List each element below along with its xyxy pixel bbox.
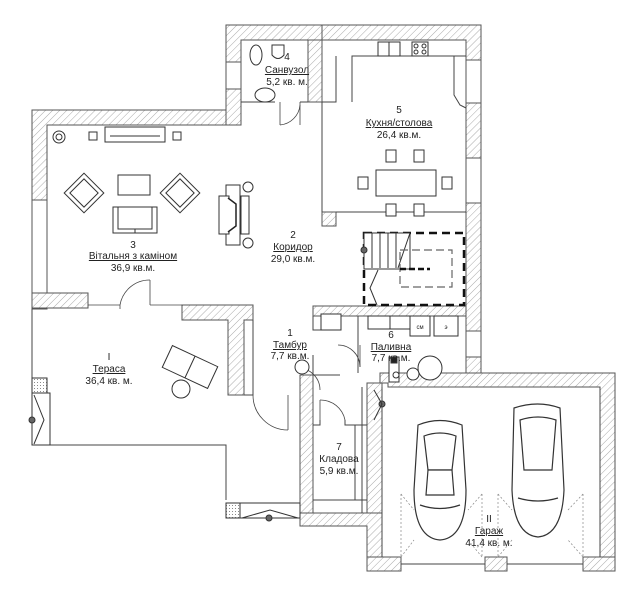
svg-text:2: 2 bbox=[290, 230, 296, 241]
furniture bbox=[28, 41, 459, 522]
staircase bbox=[360, 231, 466, 307]
label-garage: II Гараж 41,4 кв. м. bbox=[465, 514, 512, 549]
stair-post bbox=[360, 246, 368, 254]
svg-text:Коридор: Коридор bbox=[273, 242, 313, 253]
wall-garage-pier-left bbox=[366, 556, 402, 572]
bidet-icon bbox=[271, 44, 285, 59]
wall-garage-pier-mid bbox=[484, 556, 508, 572]
windows bbox=[31, 59, 482, 358]
vestibule-pouf bbox=[294, 359, 310, 375]
label-bathroom: 4 Санвузол 5,2 кв. м. bbox=[265, 52, 309, 88]
svg-text:4: 4 bbox=[284, 52, 290, 63]
svg-text:Кухня/столова: Кухня/столова bbox=[366, 118, 433, 129]
svg-text:7: 7 bbox=[336, 442, 342, 453]
door-terrace bbox=[119, 279, 151, 306]
svg-text:Кладова: Кладова bbox=[319, 454, 359, 465]
wall-storage-left bbox=[299, 374, 314, 514]
svg-text:3: 3 bbox=[130, 240, 136, 251]
svg-text:26,4 кв.м.: 26,4 кв.м. bbox=[377, 130, 421, 141]
wall-garage-pier-right bbox=[582, 556, 616, 572]
cars bbox=[400, 403, 584, 558]
window-living-left bbox=[31, 199, 48, 294]
wall-bath-kitchen bbox=[307, 39, 323, 103]
door-boiler bbox=[337, 344, 361, 368]
svg-text:5: 5 bbox=[396, 105, 402, 116]
svg-text:Гараж: Гараж bbox=[475, 526, 504, 537]
door-entrance bbox=[252, 394, 289, 431]
svg-text:36,4 кв. м.: 36,4 кв. м. bbox=[85, 376, 132, 387]
label-terrace: I Тераса 36,4 кв. м. bbox=[85, 352, 132, 387]
label-vestibule: 1 Тамбур 7,7 кв.м. bbox=[271, 328, 310, 362]
svg-text:Паливна: Паливна bbox=[371, 342, 412, 353]
door-bathroom bbox=[279, 102, 301, 126]
svg-text:7,7 кв.м.: 7,7 кв.м. bbox=[271, 351, 310, 362]
window-bathroom bbox=[225, 61, 242, 90]
svg-text:5,9 кв.м.: 5,9 кв.м. bbox=[320, 466, 359, 477]
label-boiler-room: 6 Паливна 7,7 кв.м. bbox=[371, 330, 412, 364]
boiler-label-box-1 bbox=[409, 315, 431, 337]
svg-text:I: I bbox=[108, 352, 111, 363]
wall-right-lower2 bbox=[465, 356, 482, 374]
toilet-icon bbox=[249, 44, 263, 66]
window-kitchen-right-1 bbox=[465, 59, 482, 104]
boiler-label-1: см bbox=[416, 325, 423, 331]
door-storage bbox=[319, 399, 346, 421]
svg-text:41,4 кв. м.: 41,4 кв. м. bbox=[465, 538, 512, 549]
svg-text:5,2 кв. м.: 5,2 кв. м. bbox=[266, 77, 308, 88]
svg-text:Тамбур: Тамбур bbox=[273, 339, 307, 351]
svg-text:Тераса: Тераса bbox=[93, 364, 126, 375]
terrace-table bbox=[171, 379, 191, 399]
coffee-table bbox=[117, 174, 151, 196]
boiler-label-box-2 bbox=[433, 315, 459, 337]
tv-cabinet bbox=[104, 126, 166, 143]
label-living-room: 3 Вітальня з каміном 36,9 кв.м. bbox=[89, 240, 177, 274]
doors bbox=[88, 102, 361, 431]
svg-text:1: 1 bbox=[287, 328, 293, 339]
svg-text:Санвузол: Санвузол bbox=[265, 65, 309, 76]
window-kitchen-right-2 bbox=[465, 157, 482, 204]
wall-kitchen-right bbox=[465, 102, 482, 159]
svg-text:29,0 кв.м.: 29,0 кв.м. bbox=[271, 254, 315, 265]
column-bottom bbox=[225, 502, 241, 519]
wall-corridor-kitchen bbox=[321, 211, 337, 227]
svg-text:36,9 кв.м.: 36,9 кв.м. bbox=[111, 263, 155, 274]
svg-text:Вітальня з каміном: Вітальня з каміном bbox=[89, 251, 177, 262]
car-left-icon bbox=[413, 419, 467, 541]
dining-table bbox=[375, 169, 437, 197]
svg-text:6: 6 bbox=[388, 330, 394, 341]
column-left bbox=[31, 377, 48, 394]
boiler-label-2: э bbox=[444, 325, 447, 331]
window-boiler bbox=[465, 330, 482, 358]
sink-icon bbox=[254, 87, 276, 103]
label-storage: 7 Кладова 5,9 кв.м. bbox=[319, 442, 359, 477]
label-corridor: 2 Коридор 29,0 кв.м. bbox=[271, 230, 315, 265]
svg-text:7,7 кв.м.: 7,7 кв.м. bbox=[372, 353, 411, 364]
wall-right-lower bbox=[465, 202, 482, 332]
room-labels: 4 Санвузол 5,2 кв. м. 5 Кухня/столова 26… bbox=[85, 52, 512, 549]
svg-text:II: II bbox=[486, 514, 492, 525]
car-right-icon bbox=[511, 403, 565, 538]
wall-living-bottom-left bbox=[31, 292, 89, 309]
label-kitchen: 5 Кухня/столова 26,4 кв.м. bbox=[366, 105, 433, 141]
wall-kitchen-top bbox=[321, 24, 482, 61]
